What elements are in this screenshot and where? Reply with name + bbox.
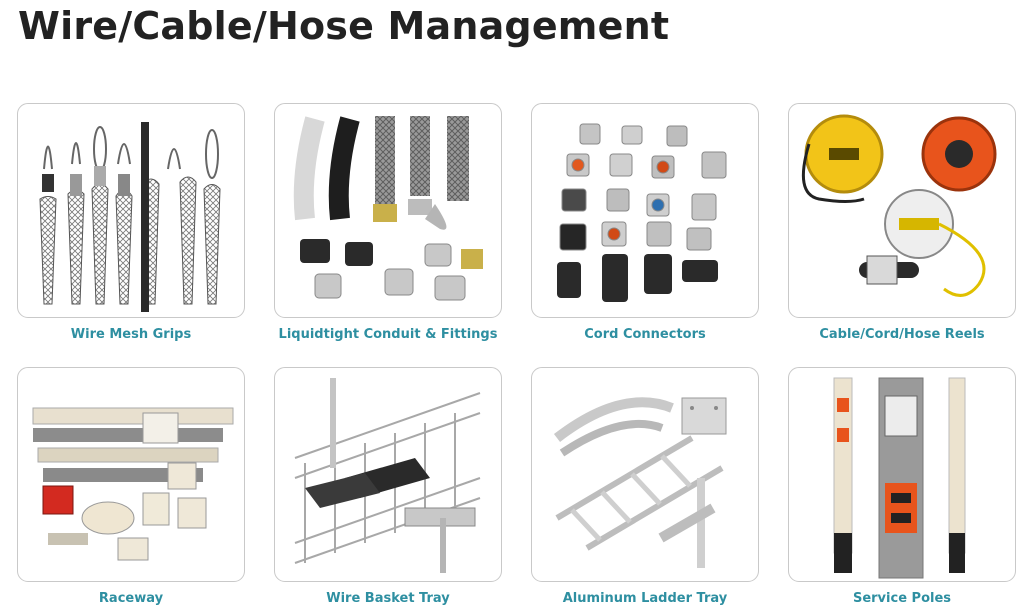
cable-reels-image	[801, 114, 997, 297]
category-grid: Wire Mesh Grips	[17, 103, 1016, 614]
liquidtight-conduit-image	[293, 116, 483, 301]
wire-basket-tray-image	[294, 378, 481, 573]
category-image-tile[interactable]	[788, 103, 1016, 318]
wire-mesh-grips-image	[39, 122, 221, 312]
category-image-tile[interactable]	[17, 367, 245, 582]
category-image-tile[interactable]	[788, 367, 1016, 582]
category-card-wire-basket-tray[interactable]: Wire Basket Tray	[274, 367, 502, 606]
category-card-service-poles[interactable]: Service Poles	[788, 367, 1016, 606]
category-label[interactable]: Wire Mesh Grips	[70, 327, 192, 342]
category-label[interactable]: Cord Connectors	[584, 327, 706, 342]
category-label[interactable]: Cable/Cord/Hose Reels	[819, 327, 985, 342]
category-image-tile[interactable]	[531, 367, 759, 582]
raceway-image	[32, 407, 234, 561]
aluminum-ladder-tray-image	[553, 397, 727, 568]
category-image-tile[interactable]	[274, 367, 502, 582]
category-card-aluminum-ladder-tray[interactable]: Aluminum Ladder Tray	[531, 367, 759, 606]
category-card-cable-reels[interactable]: Cable/Cord/Hose Reels	[788, 103, 1016, 342]
page-title: Wire/Cable/Hose Management	[18, 4, 670, 48]
category-label[interactable]: Aluminum Ladder Tray	[562, 591, 728, 606]
category-card-raceway[interactable]: Raceway	[17, 367, 245, 606]
category-image-tile[interactable]	[531, 103, 759, 318]
category-card-wire-mesh-grips[interactable]: Wire Mesh Grips	[17, 103, 245, 342]
category-card-cord-connectors[interactable]: Cord Connectors	[531, 103, 759, 342]
category-image-tile[interactable]	[17, 103, 245, 318]
service-poles-image	[833, 377, 966, 579]
category-label[interactable]: Wire Basket Tray	[326, 591, 450, 606]
cord-connectors-image	[557, 123, 727, 302]
category-label[interactable]: Service Poles	[852, 591, 952, 606]
category-image-tile[interactable]	[274, 103, 502, 318]
category-card-liquidtight-conduit[interactable]: Liquidtight Conduit & Fittings	[274, 103, 502, 342]
category-label[interactable]: Raceway	[98, 591, 164, 606]
category-label[interactable]: Liquidtight Conduit & Fittings	[278, 327, 498, 342]
